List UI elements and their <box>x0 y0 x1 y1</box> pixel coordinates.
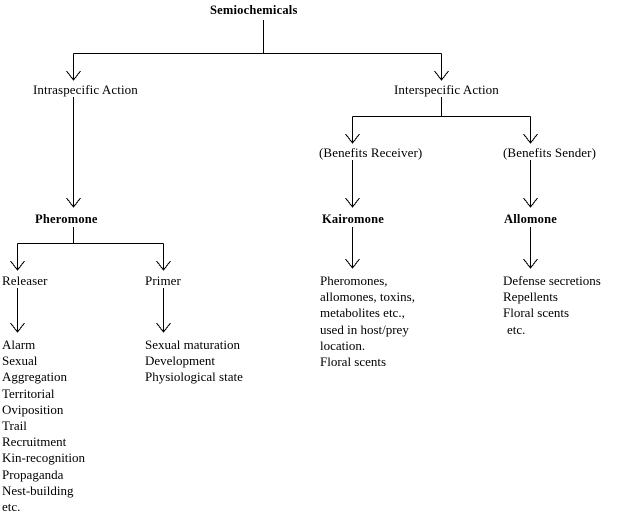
arrowhead-primer-list <box>156 322 171 333</box>
list-item: Territorial <box>2 385 55 401</box>
list-item: Aggregation <box>2 369 67 385</box>
node-pheromone: Pheromone <box>35 212 98 226</box>
list-item: Pheromones, <box>320 273 388 288</box>
arrowhead-releaser-list <box>10 322 25 333</box>
node-semiochemicals-root: Semiochemicals <box>210 3 298 17</box>
list-item: Floral scents <box>503 305 570 321</box>
node-intraspecific-action: Intraspecific Action <box>33 82 138 97</box>
list-item: Oviposition <box>2 401 64 417</box>
list-item: Propaganda <box>2 466 64 482</box>
arrowhead-releaser <box>10 260 25 271</box>
list-item: Recruitment <box>2 434 67 450</box>
node-benefits-receiver: (Benefits Receiver) <box>319 145 423 160</box>
list-item: Sexual <box>2 353 38 369</box>
list-item: Nest-building <box>2 482 74 498</box>
arrowhead-intraspecific <box>66 70 81 81</box>
list-item: location. <box>320 337 366 353</box>
node-kairomone: Kairomone <box>322 212 384 226</box>
arrowhead-allomone <box>523 197 538 208</box>
list-item: Trail <box>2 418 27 434</box>
list-item: Alarm <box>2 337 36 352</box>
list-kairomone-examples: Pheromones,allomones, toxins,metabolites… <box>320 273 415 370</box>
list-item: Development <box>145 353 216 369</box>
arrowhead-benefits-receiver <box>345 133 360 144</box>
list-item: Kin-recognition <box>2 450 86 466</box>
list-item: Physiological state <box>145 369 243 385</box>
list-item: used in host/prey <box>320 321 409 337</box>
list-item: Floral scents <box>320 354 387 370</box>
arrowhead-kairomone <box>345 197 360 208</box>
arrowhead-interspecific <box>434 70 449 81</box>
list-item: allomones, toxins, <box>320 289 415 305</box>
list-item: etc. <box>507 321 526 337</box>
list-item: Sexual maturation <box>145 337 240 352</box>
node-interspecific-action: Interspecific Action <box>394 82 499 97</box>
arrowhead-benefits-sender <box>523 133 538 144</box>
list-item: Repellents <box>503 289 558 305</box>
arrowhead-allomone-list <box>523 258 538 269</box>
node-primer: Primer <box>145 273 181 288</box>
arrowhead-primer <box>156 260 171 271</box>
node-releaser: Releaser <box>2 273 48 288</box>
list-item: metabolites etc., <box>320 305 405 321</box>
arrowhead-kairomone-list <box>345 258 360 269</box>
node-benefits-sender: (Benefits Sender) <box>503 145 597 160</box>
node-allomone: Allomone <box>504 212 557 226</box>
list-item: Defense secretions <box>503 273 601 288</box>
arrowhead-pheromone <box>66 197 81 208</box>
list-item: etc. <box>2 499 21 515</box>
